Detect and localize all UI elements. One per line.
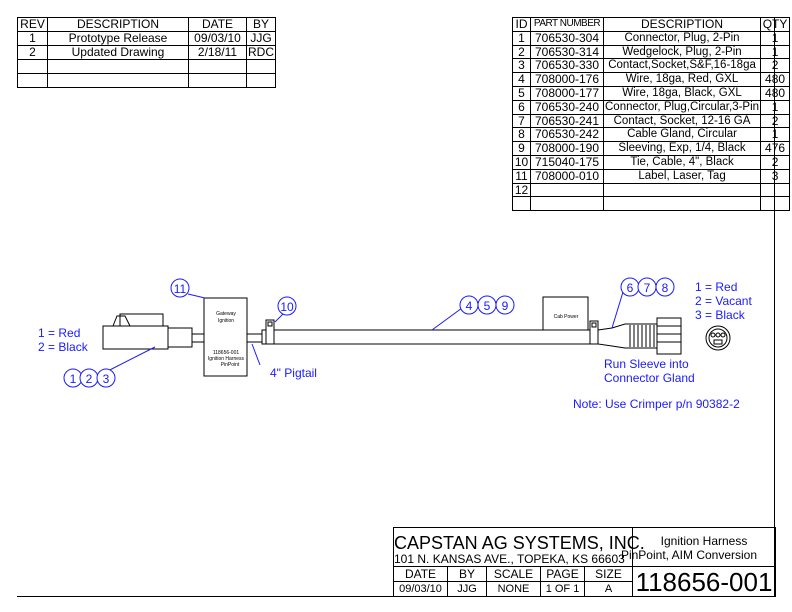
cab-power-tag: [542, 296, 589, 331]
balloon-10: 10: [280, 300, 294, 314]
tag-text: Ignition Harness: [208, 356, 245, 362]
title-block-value: NONE: [486, 581, 541, 597]
circular-connector: [656, 317, 682, 355]
balloon-1: 1: [70, 372, 77, 386]
left-pin-2: 2 = Black: [38, 340, 89, 354]
crimper-note: Note: Use Crimper p/n 90382-2: [573, 397, 740, 411]
title-block-value: A: [584, 581, 633, 597]
balloon-11: 11: [174, 282, 187, 296]
company-address: 101 N. KANSAS AVE., TOPEKA, KS 66603: [394, 552, 625, 566]
header-rev: REV: [17, 17, 48, 32]
pigtail-label: 4" Pigtail: [270, 366, 317, 380]
title-block-header: BY: [447, 566, 487, 582]
table-row: [512, 196, 791, 212]
drawing-number: 118656-001: [632, 566, 776, 597]
drawing-title-cell: Ignition Harness PinPoint, AIM Conversio…: [621, 527, 776, 567]
cab-power-text: Cab Power: [554, 314, 579, 320]
table-cell: [246, 73, 276, 88]
table-cell: 09/03/10: [188, 31, 247, 46]
company-cell: CAPSTAN AG SYSTEMS, INC. 101 N. KANSAS A…: [393, 527, 645, 567]
tag-text: PinPoint: [221, 362, 240, 368]
balloon-7: 7: [644, 281, 651, 295]
label-tag: [203, 297, 248, 377]
drawing-title-1: Ignition Harness: [660, 534, 748, 548]
sleeve-note-2: Connector Gland: [604, 371, 695, 385]
balloon-4: 4: [466, 299, 473, 313]
right-pin-1: 1 = Red: [695, 280, 737, 294]
table-cell: Prototype Release: [47, 31, 189, 46]
company-name: CAPSTAN AG SYSTEMS, INC.: [394, 533, 645, 553]
table-cell: 2: [760, 58, 791, 74]
tag-text: 118656-001: [213, 350, 240, 356]
balloon-6: 6: [627, 281, 634, 295]
sleeve-note-1: Run Sleeve into: [604, 357, 689, 371]
drawing-title-2: PinPoint, AIM Conversion: [620, 548, 758, 562]
table-cell: 480: [760, 85, 791, 101]
title-block-value: 09/03/10: [393, 581, 448, 597]
right-pin-3: 3 = Black: [695, 308, 746, 322]
title-block-header: SCALE: [486, 566, 541, 582]
title-block-header: SIZE: [584, 566, 633, 582]
table-cell: JJG: [246, 31, 276, 46]
title-block-value: JJG: [447, 581, 487, 597]
balloon-3: 3: [103, 372, 110, 386]
table-row: [17, 59, 276, 74]
wedgelock: [119, 313, 164, 326]
table-cell: [602, 196, 762, 212]
cable-tie-left: [265, 319, 275, 345]
table-cell: 1: [760, 44, 791, 60]
title-block-header: DATE: [393, 566, 448, 582]
sleeved-cable: [261, 329, 595, 345]
right-pin-2: 2 = Vacant: [695, 294, 752, 308]
tag-text: Ignition: [218, 318, 234, 324]
table-cell: RDC: [246, 45, 276, 60]
connector-face: [705, 325, 731, 351]
two-pin-connector: [102, 325, 169, 350]
left-pin-1: 1 = Red: [38, 326, 80, 340]
title-block-header: PAGE: [540, 566, 585, 582]
tag-text: Gateway: [216, 311, 236, 317]
cable-gland: [597, 323, 659, 349]
connector-boot: [167, 327, 193, 348]
table-row: [17, 73, 276, 88]
balloon-8: 8: [662, 281, 669, 295]
balloon-5: 5: [484, 299, 491, 313]
title-block-value: 1 OF 1: [540, 581, 585, 597]
table-cell: 2/18/11: [188, 45, 247, 60]
balloon-2: 2: [86, 372, 93, 386]
balloon-9: 9: [502, 299, 509, 313]
header-date: DATE: [188, 17, 247, 32]
table-cell: [760, 196, 791, 212]
